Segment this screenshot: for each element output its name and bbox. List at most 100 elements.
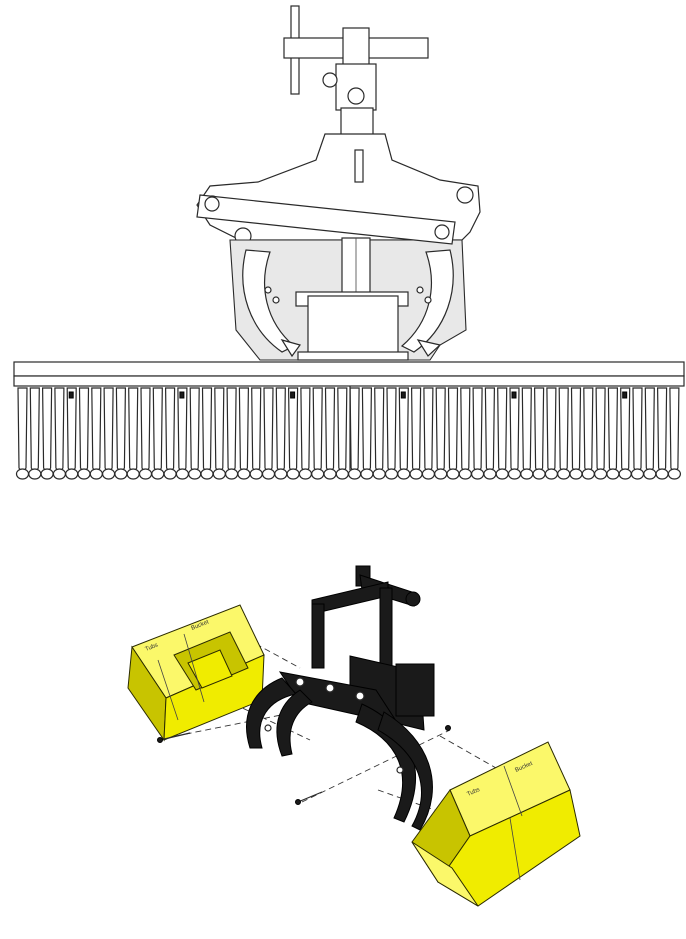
exploded-isometric-drawing: Tubs Bucket — [127, 565, 581, 907]
bristle-tip — [163, 468, 177, 480]
bristle-bundle — [214, 387, 225, 472]
left-bucket: Tubs Bucket — [127, 604, 265, 742]
bristle-bundle — [152, 387, 163, 472]
bristle-tip — [606, 468, 620, 480]
bristle-tip — [65, 468, 79, 480]
bristle-tip — [89, 468, 103, 480]
bristle-bundle — [91, 387, 102, 472]
bristle-bundle — [103, 387, 114, 472]
bristle-tip — [225, 468, 239, 480]
bristle-bundle — [263, 387, 274, 472]
bristle-bundle — [570, 387, 582, 472]
bristle-tip — [298, 468, 312, 480]
bristle-tip — [557, 468, 571, 480]
bristle-tip — [360, 468, 374, 480]
bristle-tip — [667, 468, 682, 480]
bristle-bundle — [66, 387, 77, 472]
bristle-bundle — [632, 387, 643, 472]
grapple-frame — [246, 565, 435, 831]
bristle-tip — [532, 468, 546, 480]
bristle-bundle — [128, 387, 139, 472]
bristle-bundle — [472, 387, 483, 472]
bristle-bundle — [546, 387, 557, 472]
bristle-bundle — [238, 387, 250, 472]
bristle-bundle — [201, 387, 213, 472]
bristle-bundle — [287, 387, 299, 472]
centre-column — [295, 237, 409, 361]
bristle-bundle — [620, 387, 631, 472]
bristle-bundle — [656, 387, 668, 472]
bristle-clip — [179, 391, 185, 399]
bristle-tip — [249, 468, 263, 480]
bristle-bundle — [164, 387, 176, 472]
bristle-bundle — [583, 387, 594, 472]
bristle-bundle — [374, 387, 385, 472]
bristle-tip — [655, 468, 669, 480]
bristle-tip — [593, 468, 608, 480]
brush-rail — [13, 361, 685, 387]
bristle-bundle — [361, 387, 373, 472]
left-bucket-label-a: Tubs — [145, 642, 159, 652]
bristle-tip — [188, 468, 202, 480]
bristle-tip — [52, 468, 67, 480]
bristle-bundle — [29, 387, 40, 472]
bristle-tip — [311, 468, 325, 480]
bristle-bundle — [349, 387, 360, 472]
bristle-tip — [507, 468, 522, 480]
bristle-bundle — [509, 387, 520, 472]
bristle-tip — [15, 468, 30, 480]
bristle-bundle — [115, 387, 127, 472]
bristle-tip — [458, 468, 472, 480]
bristle-tip — [348, 468, 362, 480]
bristle-bundle — [521, 387, 532, 472]
bristle-clip — [400, 391, 406, 399]
bristle-bundle — [460, 387, 471, 472]
bristle-bundle — [312, 387, 323, 472]
bristle-bundle — [669, 387, 680, 472]
bristle-bundle — [435, 387, 446, 472]
bristle-tip — [483, 468, 497, 480]
bristle-bundle — [324, 387, 336, 472]
front-elevation-drawing — [13, 5, 685, 480]
bristle-bundle — [423, 387, 434, 472]
bristle-tip — [569, 468, 583, 480]
bristle-tip — [126, 468, 140, 480]
bristle-tip — [643, 468, 657, 480]
bristle-bundle — [17, 387, 28, 472]
bristle-tip — [274, 468, 288, 480]
bristle-bundle — [54, 387, 65, 472]
bristle-tip — [409, 468, 423, 480]
bristle-clip — [622, 391, 628, 399]
bristle-bundle — [644, 387, 655, 472]
top-mount-pin — [283, 5, 429, 137]
bristle-clip — [511, 391, 517, 399]
bristle-tip — [446, 468, 460, 480]
bristle-clip — [68, 391, 74, 399]
bristle-bundle — [533, 387, 545, 472]
right-bucket-label-a: Tubs — [466, 787, 480, 798]
bristle-tip — [581, 468, 595, 480]
bristle-bundle — [337, 387, 348, 472]
bristle-bundle — [410, 387, 422, 472]
bristle-tip — [384, 468, 399, 480]
brush-bristles — [15, 386, 682, 480]
bristle-bundle — [189, 387, 200, 472]
bristle-tip — [212, 468, 226, 480]
bristle-bundle — [447, 387, 459, 472]
bristle-bundle — [497, 387, 508, 472]
right-bucket: Tubs Bucket — [411, 741, 581, 907]
bristle-bundle — [595, 387, 606, 472]
bristle-bundle — [607, 387, 619, 472]
bristle-bundle — [484, 387, 496, 472]
bristle-tip — [237, 468, 251, 480]
bristle-bundle — [78, 387, 90, 472]
bristle-tip — [544, 468, 559, 480]
bristle-bundle — [300, 387, 311, 472]
bristle-tip — [495, 468, 509, 480]
bristle-tip — [630, 468, 645, 480]
bristle-tip — [175, 468, 189, 480]
bristle-tip — [520, 468, 534, 480]
bristle-bundle — [177, 387, 188, 472]
